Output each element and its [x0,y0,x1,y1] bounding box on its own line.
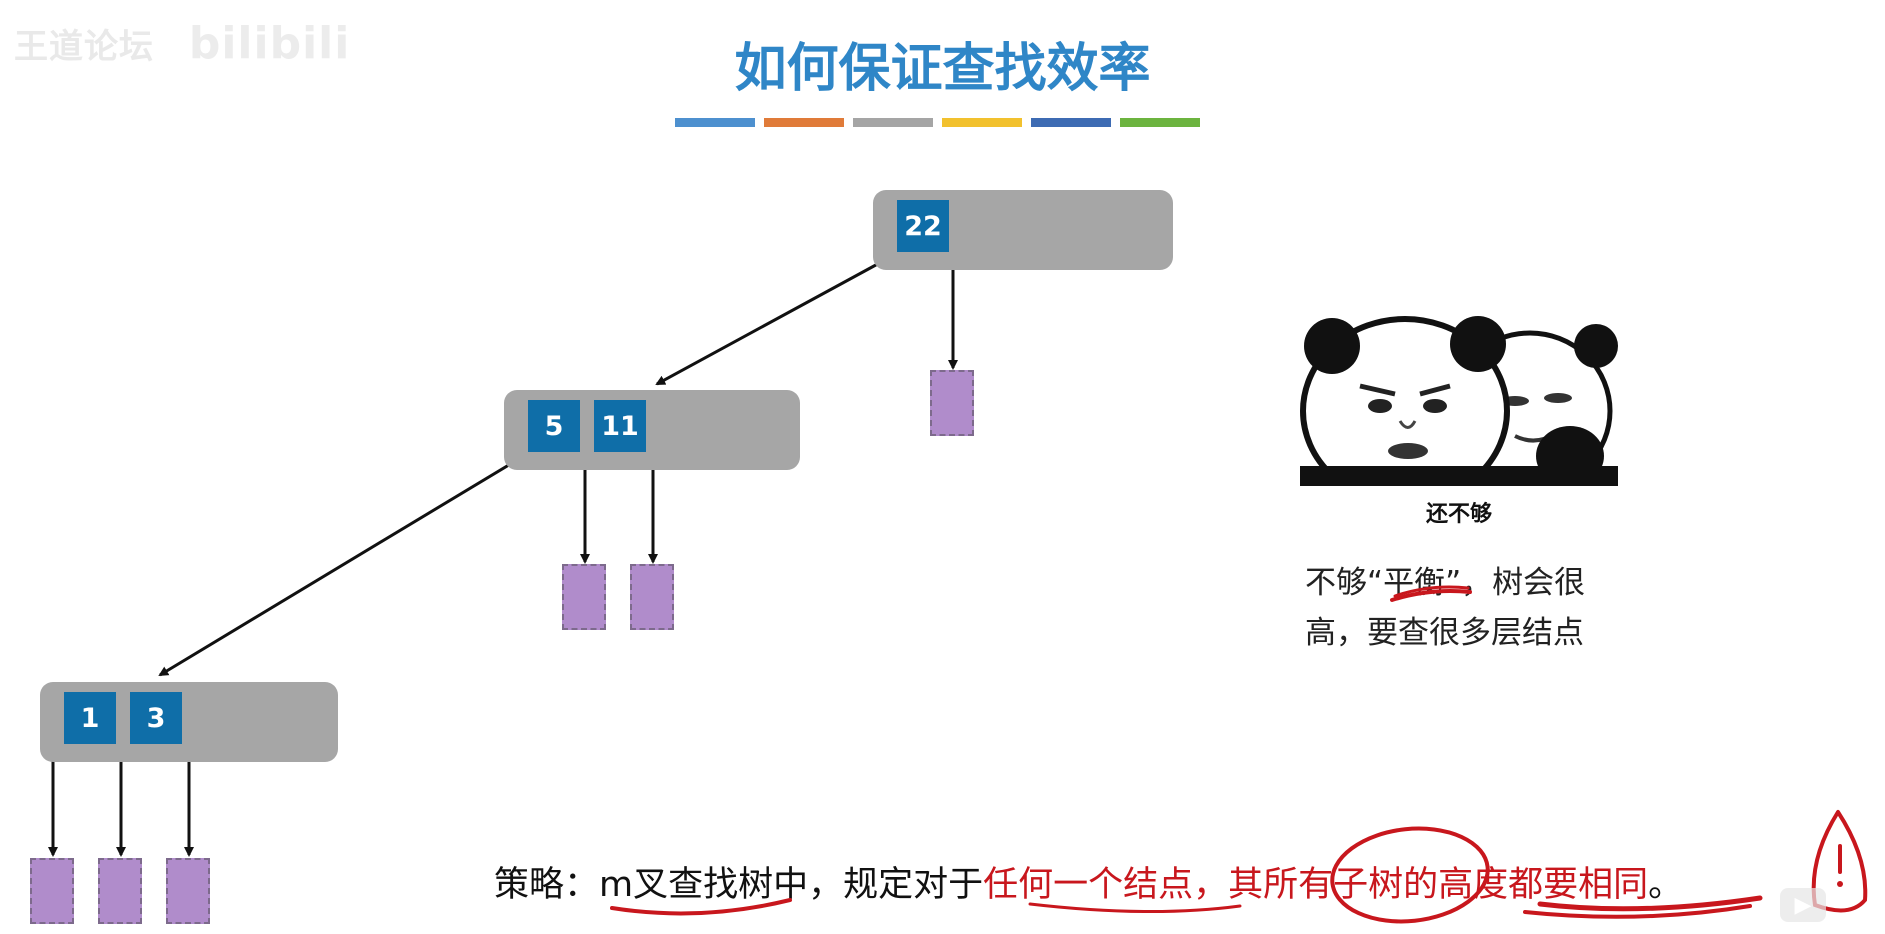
tree-node-level3: 1 3 [40,682,338,762]
side-note-text: ”，树会很 [1445,565,1586,601]
node-key: 3 [130,692,182,744]
node-key: 5 [528,400,580,452]
empty-leaf-node [562,564,606,630]
empty-leaf-node [630,564,674,630]
play-button[interactable]: ▶ [1780,888,1826,922]
edge-arrow [655,258,886,386]
panda-meme-icon [1300,316,1618,486]
tree-node-root: 22 [873,190,1173,270]
node-key: 11 [594,400,646,452]
slide-title: 如何保证查找效率 [734,39,1151,99]
strategy-prefix: 策略： [494,865,600,905]
strategy-highlight: 任何一个结点，其所有子树的高度都要相同 [983,865,1649,905]
side-note-text: 不够“ [1305,565,1384,601]
watermark: 王道论坛 bilibili [14,18,350,69]
node-key: 22 [897,200,949,252]
strategy-text: 中，规定对于 [773,865,984,905]
empty-leaf-node [98,858,142,924]
bilibili-logo-icon: bilibili [188,18,351,69]
strategy-suffix: 。 [1648,865,1684,905]
color-bar [853,118,933,127]
color-bar [1031,118,1111,127]
play-icon: ▶ [1794,892,1812,918]
empty-leaf-node [166,858,210,924]
edge-arrow [158,458,518,677]
empty-leaf-node [30,858,74,924]
panda-caption: 还不够 [1425,502,1492,527]
side-note: 不够“平衡”，树会很 高，要查很多层结点 [1305,558,1645,658]
color-bar [942,118,1022,127]
side-note-line2: 高，要查很多层结点 [1305,615,1584,651]
tree-node-level2: 5 11 [504,390,800,470]
color-bar [764,118,844,127]
empty-leaf-node [930,370,974,436]
color-bar [675,118,755,127]
strategy-term: m叉查找树 [599,865,774,905]
color-bar [1120,118,1200,127]
side-note-highlight: 平衡 [1383,565,1446,601]
side-note-line1: 不够“平衡”，树会很 [1305,558,1645,608]
node-key: 1 [64,692,116,744]
watermark-text: 王道论坛 [14,27,154,67]
strategy-statement: 策略：m叉查找树中，规定对于任何一个结点，其所有子树的高度都要相同。 [494,856,1683,907]
